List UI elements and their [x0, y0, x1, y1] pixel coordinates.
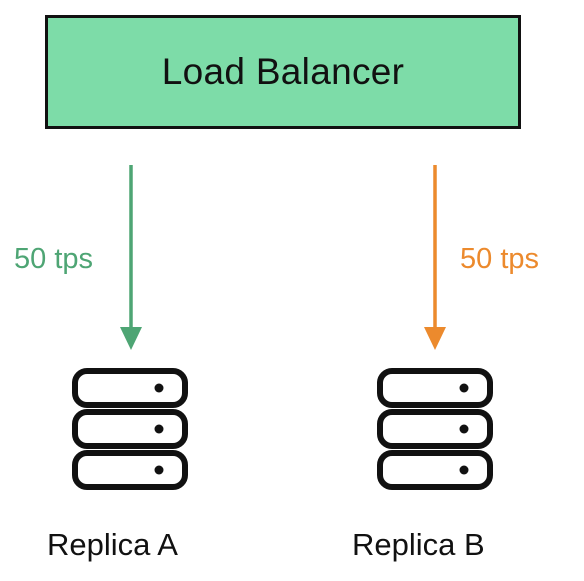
- replica-a-label: Replica A: [47, 527, 178, 562]
- load-balancer-box: Load Balancer: [45, 15, 521, 129]
- traffic-rate-a: 50 tps: [14, 243, 93, 275]
- arrow-to-replica-b: [424, 165, 446, 350]
- load-balancer-title: Load Balancer: [161, 51, 405, 92]
- arrow-to-replica-a: [120, 165, 142, 350]
- replica-b-label: Replica B: [352, 527, 485, 562]
- server-stack-icon: [72, 368, 188, 490]
- server-stack-icon: [377, 368, 493, 490]
- traffic-rate-b: 50 tps: [460, 243, 539, 275]
